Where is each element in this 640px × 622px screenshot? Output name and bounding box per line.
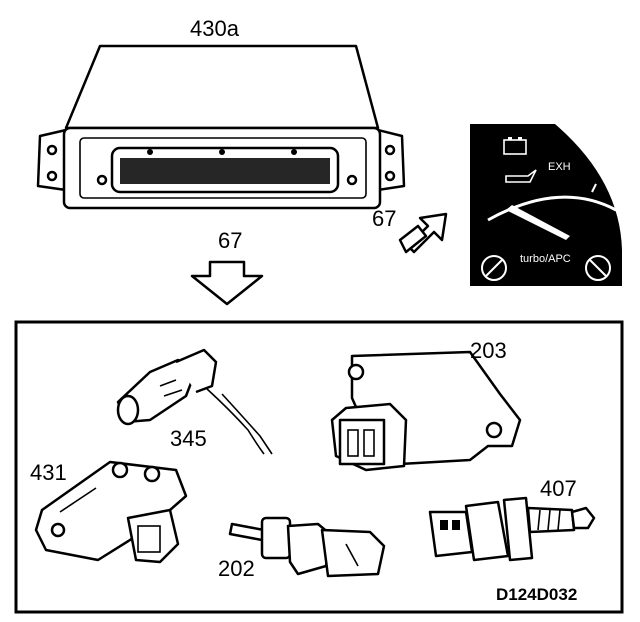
sensor-431-label: 431 [30,460,67,485]
arrow-down [190,260,264,306]
arrow-down-label: 67 [218,228,242,253]
sensor-345 [116,348,273,455]
ecu-unit [36,44,406,210]
sensor-202-label: 202 [218,556,255,581]
gauge-exh-label: EXH [548,161,571,173]
sensor-203-label: 203 [470,338,507,363]
sensors-frame [14,320,624,614]
ecu-label: 430a [190,16,240,41]
sensor-345-label: 345 [170,426,207,451]
battery-warning-icon [503,137,527,155]
sensor-431 [34,460,188,564]
sensor-407 [428,496,596,562]
arrow-diagonal-label: 67 [372,206,396,231]
sensor-407-label: 407 [540,476,577,501]
arrow-diagonal [398,212,448,254]
gauge-turbo-label: turbo/APC [520,253,571,265]
gauge-needle [506,205,570,240]
gauge-knob-left [481,255,507,281]
sensor-202 [228,516,386,578]
oil-pressure-icon [505,169,537,183]
gauge-panel: EXH turbo/APC [470,124,622,286]
figure-code: D124D032 [496,585,577,604]
ecu-connector-pins [120,158,330,184]
sensor-203 [330,350,522,472]
gauge-knob-right [585,255,611,281]
